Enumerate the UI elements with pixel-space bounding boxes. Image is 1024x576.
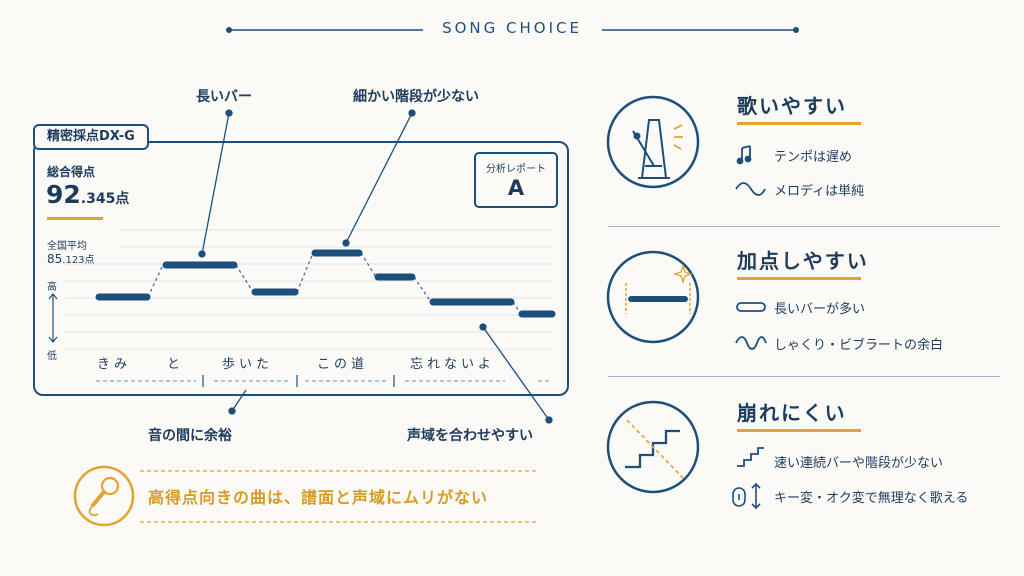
lyric-word: 忘れないよ: [410, 357, 495, 372]
note-bars: [95, 249, 556, 318]
summary-text: 高得点向きの曲は、譜面と声域にムリがない: [148, 488, 489, 507]
total-score-value: 92.345点: [46, 180, 130, 209]
section-divider: [608, 376, 1000, 377]
lyric-word: と: [167, 357, 185, 372]
long-bar-icon: [606, 250, 700, 344]
section-underline: [737, 277, 861, 280]
summary-box: [73, 465, 537, 527]
point-text: キー変・オク変で無理なく歌える: [774, 491, 969, 506]
callout-range: 声域を合わせやすい: [407, 428, 533, 444]
section-title-bonus: 加点しやすい: [737, 249, 869, 273]
point-text: テンポは遅め: [774, 150, 853, 165]
section-divider: [608, 226, 1000, 227]
header-rule: [226, 27, 799, 33]
music-note-icon: [736, 145, 752, 165]
vibrato-icon: [735, 336, 767, 350]
section-underline: [737, 122, 861, 125]
callout-few-steps: 細かい階段が少ない: [353, 89, 479, 105]
stairs-icon: [606, 400, 700, 494]
national-average-label: 全国平均: [47, 241, 87, 252]
analysis-report-box: 分析レポート A: [474, 152, 558, 208]
point-text: メロディは単純: [774, 184, 865, 199]
total-score-label: 総合得点: [47, 165, 96, 179]
pitch-axis-arrow: [48, 293, 58, 343]
point-text: 長いバーが多い: [774, 302, 866, 317]
point-text: 速い連続バーや階段が少ない: [774, 456, 944, 471]
callout-gap: 音の間に余裕: [148, 428, 232, 444]
bar-icon: [736, 302, 766, 312]
lyric-word: この道: [317, 357, 369, 372]
national-average-value: 85.123点: [47, 252, 95, 266]
metronome-icon: [606, 95, 700, 189]
pitch-low-label: 低: [47, 351, 57, 362]
lyric-word: 歩いた: [222, 357, 274, 372]
score-underline: [47, 217, 103, 220]
header-title: SONG CHOICE: [442, 19, 582, 37]
section-underline: [737, 429, 861, 432]
key-change-icon: [732, 482, 761, 510]
analysis-report-label: 分析レポート: [486, 164, 546, 175]
wave-icon: [735, 182, 766, 196]
section-title-easy: 歌いやすい: [737, 94, 847, 118]
callout-pointers: [198, 109, 553, 424]
pitch-high-label: 高: [47, 282, 57, 293]
analysis-report-grade: A: [507, 176, 525, 200]
callout-long-bar: 長いバー: [196, 89, 252, 105]
grid-lines: [65, 229, 552, 350]
lyric-separators: [202, 375, 395, 387]
panel-tab: 精密採点DX-G: [33, 124, 149, 150]
point-text: しゃくり・ビブラートの余白: [774, 338, 944, 353]
section-title-stable: 崩れにくい: [737, 401, 847, 425]
steps-icon: [737, 447, 764, 467]
microphone-icon: [73, 465, 135, 527]
lyric-word: きみ: [97, 357, 132, 372]
